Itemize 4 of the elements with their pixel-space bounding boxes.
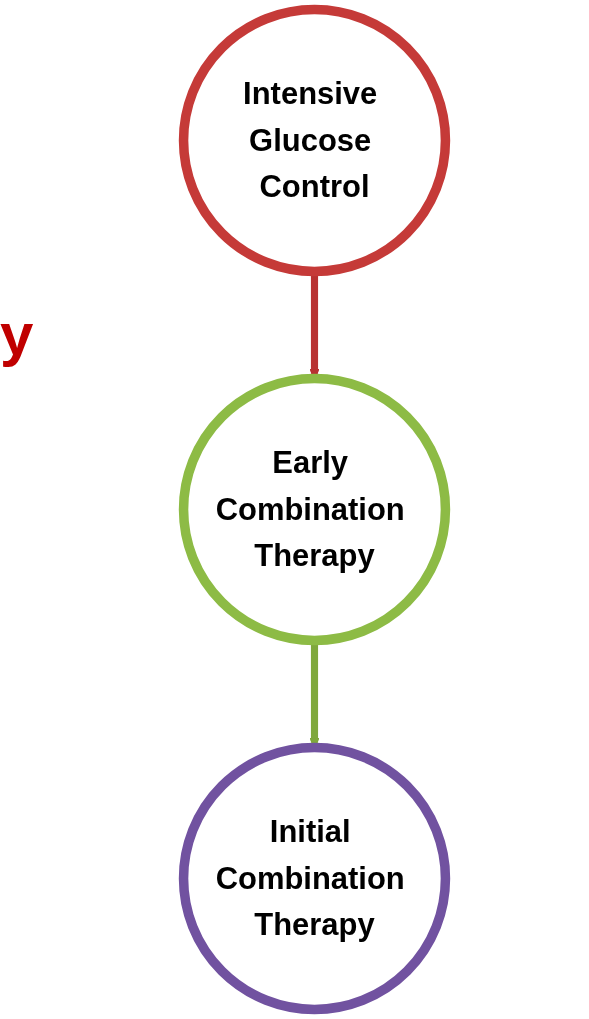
cut-off-letter: y bbox=[0, 301, 34, 368]
node-circle: Initial Combination Therapy bbox=[178, 742, 451, 1015]
node-circle: Intensive Glucose Control bbox=[178, 4, 451, 277]
node-circle: Early Combination Therapy bbox=[178, 373, 451, 646]
